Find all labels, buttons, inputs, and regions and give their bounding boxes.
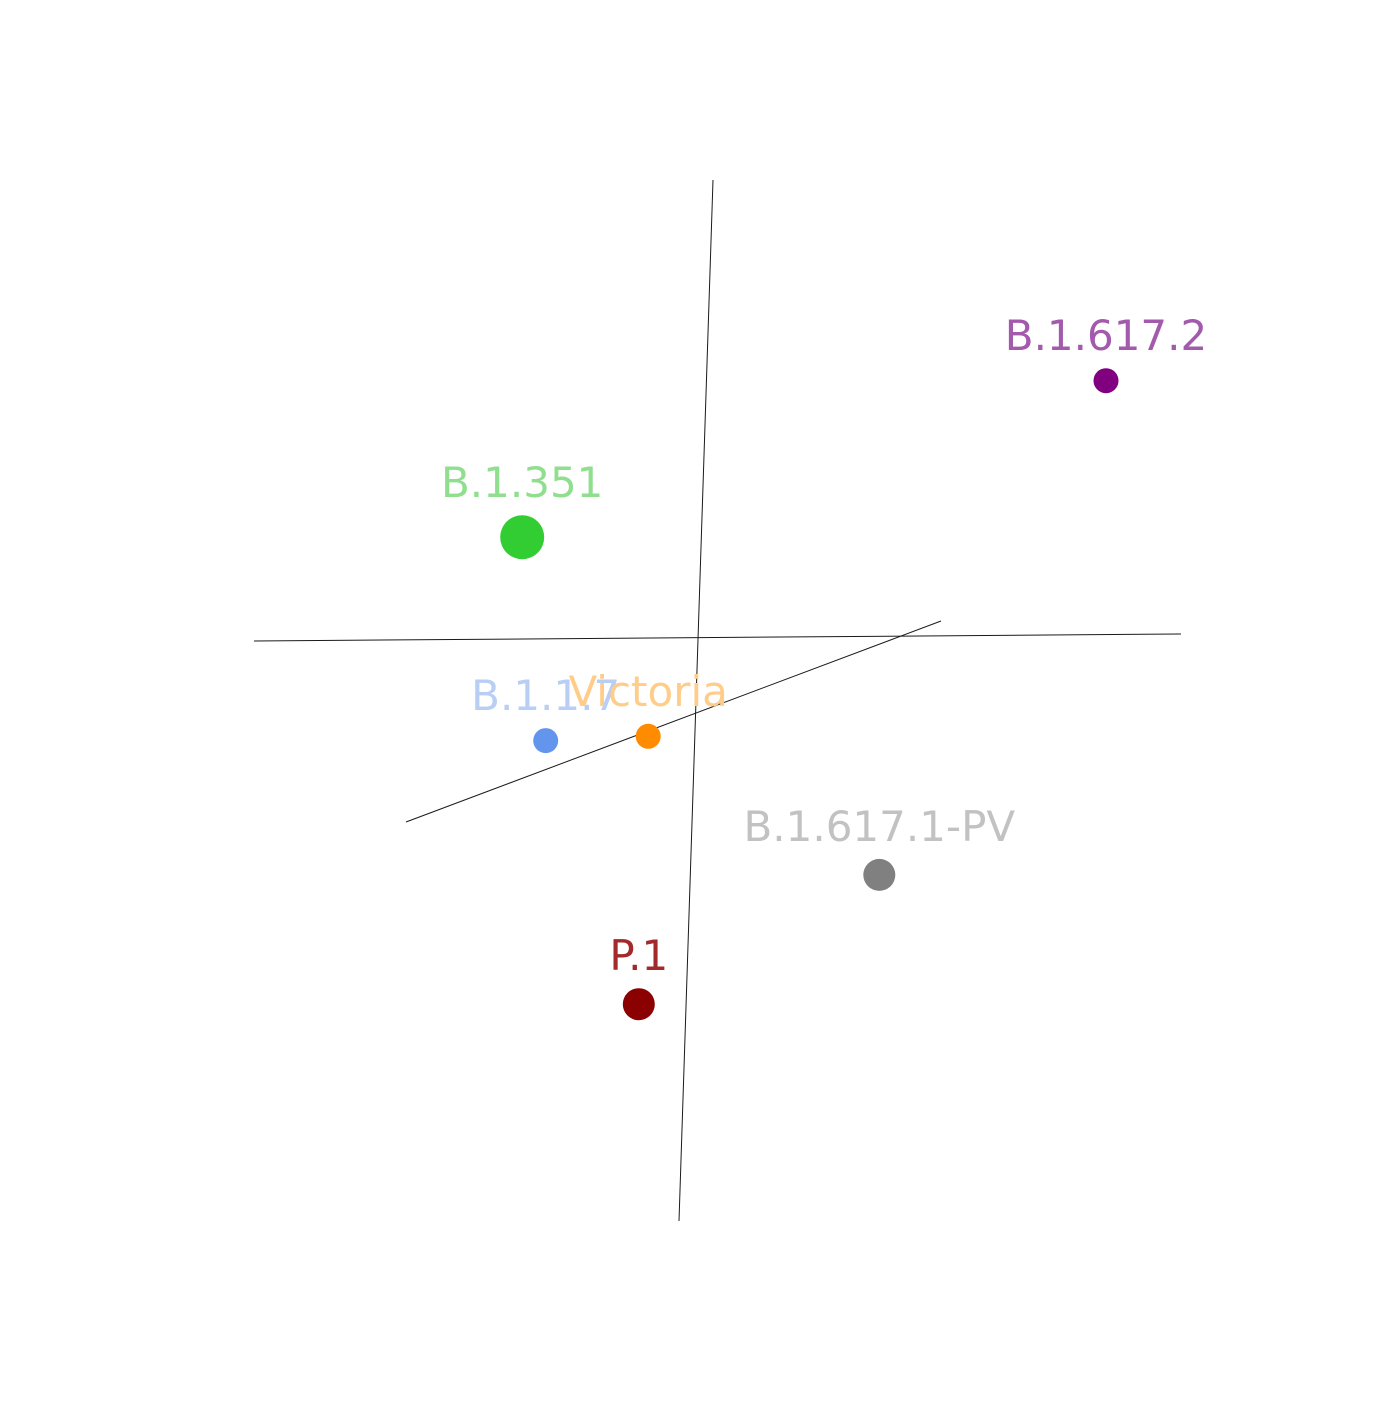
- point-labels: B.1.617.2B.1.351B.1.1.7VictoriaB.1.617.1…: [441, 311, 1207, 980]
- axes: [253, 179, 1182, 1222]
- x-axis-line: [253, 633, 1182, 642]
- point-p-1: [622, 988, 655, 1021]
- label-b-1-351: B.1.351: [441, 458, 603, 507]
- label-b-1-1-7: B.1.1.7: [471, 671, 620, 720]
- point-b-1-617-2: [1093, 368, 1119, 394]
- data-points: [500, 368, 1119, 1021]
- label-b-1-617-2: B.1.617.2: [1005, 311, 1207, 360]
- point-victoria: [635, 723, 661, 749]
- point-b-1-617-1-pv: [863, 858, 896, 891]
- y-axis-line: [678, 179, 714, 1222]
- point-b-1-351: [500, 515, 545, 560]
- label-victoria: Victoria: [568, 667, 727, 716]
- label-b-1-617-1-pv: B.1.617.1-PV: [743, 802, 1015, 851]
- label-p-1: P.1: [609, 931, 668, 980]
- z-axis-line: [405, 620, 942, 823]
- point-b-1-1-7: [533, 728, 559, 754]
